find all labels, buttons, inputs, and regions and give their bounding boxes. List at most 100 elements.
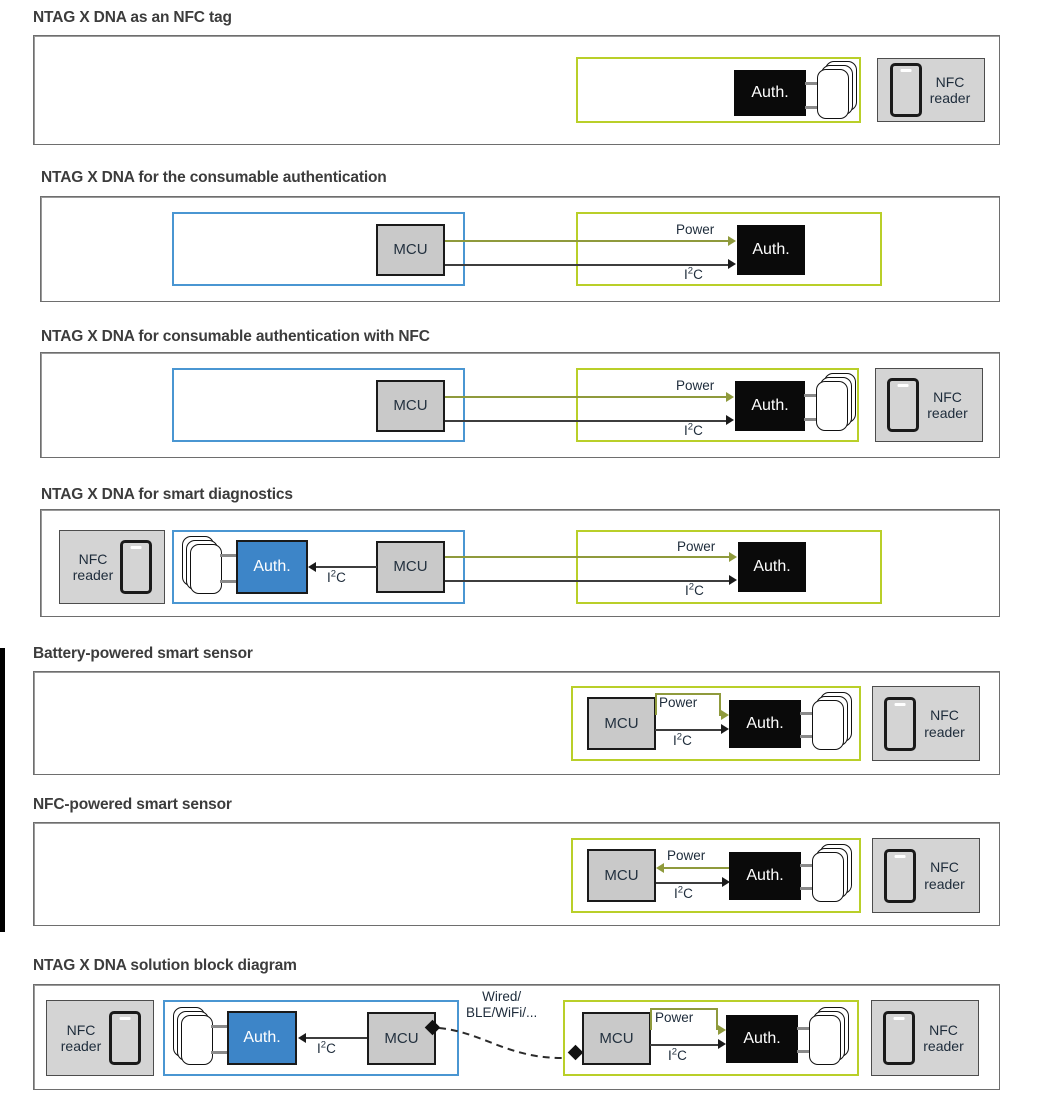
i2c-arrow-7-right	[718, 1039, 726, 1049]
i2c-pre-4b: I	[685, 583, 689, 598]
nfc-reader-label-5: NFC reader	[916, 707, 973, 739]
nfc-reader-line1-7r: NFC	[929, 1021, 958, 1038]
i2c-post-6: C	[683, 886, 693, 901]
nfc-reader-3: NFC reader	[875, 368, 983, 442]
power-arrow-7	[718, 1025, 726, 1035]
i2c-arrow-7-left	[298, 1033, 306, 1043]
antenna-lead-7a	[211, 1025, 227, 1028]
i2c-pre-6: I	[674, 886, 678, 901]
auth-block-3: Auth.	[735, 381, 805, 431]
antenna-coil-icon-3	[813, 373, 859, 435]
nfc-reader-4: NFC reader	[59, 530, 165, 604]
power-wire-5-drop	[719, 693, 721, 715]
power-wire-2	[445, 240, 728, 242]
i2c-label-3: I2C	[684, 421, 703, 438]
nfc-reader-line2-7l: reader	[60, 1038, 102, 1054]
nfc-reader-line2-7r: reader	[923, 1038, 964, 1054]
auth-block-2: Auth.	[737, 225, 805, 275]
antenna-lead-5b	[800, 735, 814, 738]
power-wire-5-vert	[655, 693, 657, 715]
nfc-reader-line2-6: reader	[924, 875, 965, 892]
i2c-sup-7l: 2	[320, 1039, 327, 1051]
nfc-reader-line2-1: reader	[929, 90, 971, 106]
i2c-post-7l: C	[326, 1041, 336, 1056]
nfc-reader-label-7-left: NFC reader	[53, 1022, 109, 1054]
antenna-lead-3a	[804, 394, 820, 397]
power-label-4: Power	[677, 539, 716, 554]
i2c-arrow-5	[721, 724, 729, 734]
antenna-lead-4b	[220, 580, 236, 583]
power-wire-5-in	[719, 714, 722, 716]
i2c-wire-7-left	[306, 1037, 367, 1039]
i2c-wire-6	[656, 882, 722, 884]
nfc-reader-7-right: NFC reader	[871, 1000, 979, 1076]
phone-icon-3	[887, 378, 919, 432]
green-frame-6	[571, 838, 861, 913]
i2c-arrow-3	[726, 415, 734, 425]
green-frame-7	[563, 1000, 859, 1076]
i2c-pre-5: I	[673, 733, 677, 748]
blue-frame-2	[172, 212, 465, 286]
nfc-reader-line1-3: NFC	[933, 388, 962, 405]
phone-icon-5	[884, 696, 916, 751]
power-wire-4	[445, 556, 729, 558]
i2c-post-4b: C	[694, 583, 704, 598]
auth-block-4: Auth.	[236, 540, 308, 594]
power-label-6: Power	[667, 848, 706, 863]
i2c-post-7r: C	[677, 1048, 687, 1063]
auth-block-1: Auth.	[734, 70, 806, 116]
blue-frame-3	[172, 368, 465, 442]
i2c-sup-2: 2	[687, 265, 694, 277]
nfc-reader-1: NFC reader	[877, 58, 985, 122]
auth-block-7-right: Auth.	[726, 1015, 798, 1063]
nfc-reader-line1-4: NFC	[78, 550, 108, 567]
antenna-coil-icon-7-right	[806, 1007, 852, 1069]
i2c-arrow-2	[728, 259, 736, 269]
i2c-wire-7-right	[650, 1044, 718, 1046]
nfc-reader-line2-4: reader	[72, 567, 114, 583]
green-frame-3	[576, 368, 859, 442]
mcu-block-7-left: MCU	[367, 1012, 436, 1065]
nfc-reader-label-7-right: NFC reader	[915, 1022, 972, 1054]
i2c-pre-3: I	[684, 423, 688, 438]
power-arrow-5	[721, 710, 729, 720]
mcu-block-4: MCU	[376, 541, 445, 593]
phone-icon-7-right	[883, 1011, 915, 1065]
i2c-arrow-4-inner	[308, 562, 316, 572]
left-margin-bar	[0, 648, 5, 932]
green-frame-2	[576, 212, 882, 286]
green-frame-1	[576, 57, 861, 123]
nfc-reader-line1-5: NFC	[930, 707, 959, 724]
nfc-reader-line1-7l: NFC	[66, 1021, 96, 1038]
power-wire-5-horz	[655, 693, 721, 695]
antenna-coil-icon-1	[814, 61, 860, 123]
blue-frame-4	[172, 530, 465, 604]
i2c-sup-5: 2	[676, 731, 683, 743]
wired-link-label: Wired/ BLE/WiFi/...	[466, 989, 537, 1021]
i2c-sup-3: 2	[687, 421, 694, 433]
antenna-lead-6a	[800, 864, 814, 867]
wired-line2: BLE/WiFi/...	[466, 1004, 538, 1020]
power-label-2: Power	[676, 222, 715, 237]
i2c-label-6: I2C	[674, 885, 693, 901]
mcu-block-2: MCU	[376, 224, 445, 276]
power-label-3: Power	[676, 378, 715, 393]
power-label-5: Power	[659, 695, 698, 710]
nfc-reader-label-1: NFC reader	[922, 74, 978, 106]
power-wire-7-vert	[650, 1008, 652, 1030]
nfc-reader-line1-1: NFC	[935, 73, 965, 90]
i2c-label-7-right: I2C	[668, 1046, 687, 1063]
i2c-label-7-left: I2C	[317, 1039, 336, 1056]
nfc-reader-line2-5: reader	[924, 723, 965, 740]
i2c-post-4a: C	[336, 570, 346, 585]
i2c-label-2: I2C	[684, 265, 703, 282]
power-arrow-3	[726, 392, 734, 402]
i2c-pre-4a: I	[327, 570, 331, 585]
nfc-reader-line1-6: NFC	[930, 859, 959, 876]
i2c-sup-7r: 2	[671, 1046, 678, 1058]
antenna-coil-icon-4	[179, 536, 225, 598]
antenna-lead-7c	[797, 1027, 811, 1030]
i2c-wire-2	[445, 264, 728, 266]
nfc-reader-line2-3: reader	[927, 405, 968, 421]
